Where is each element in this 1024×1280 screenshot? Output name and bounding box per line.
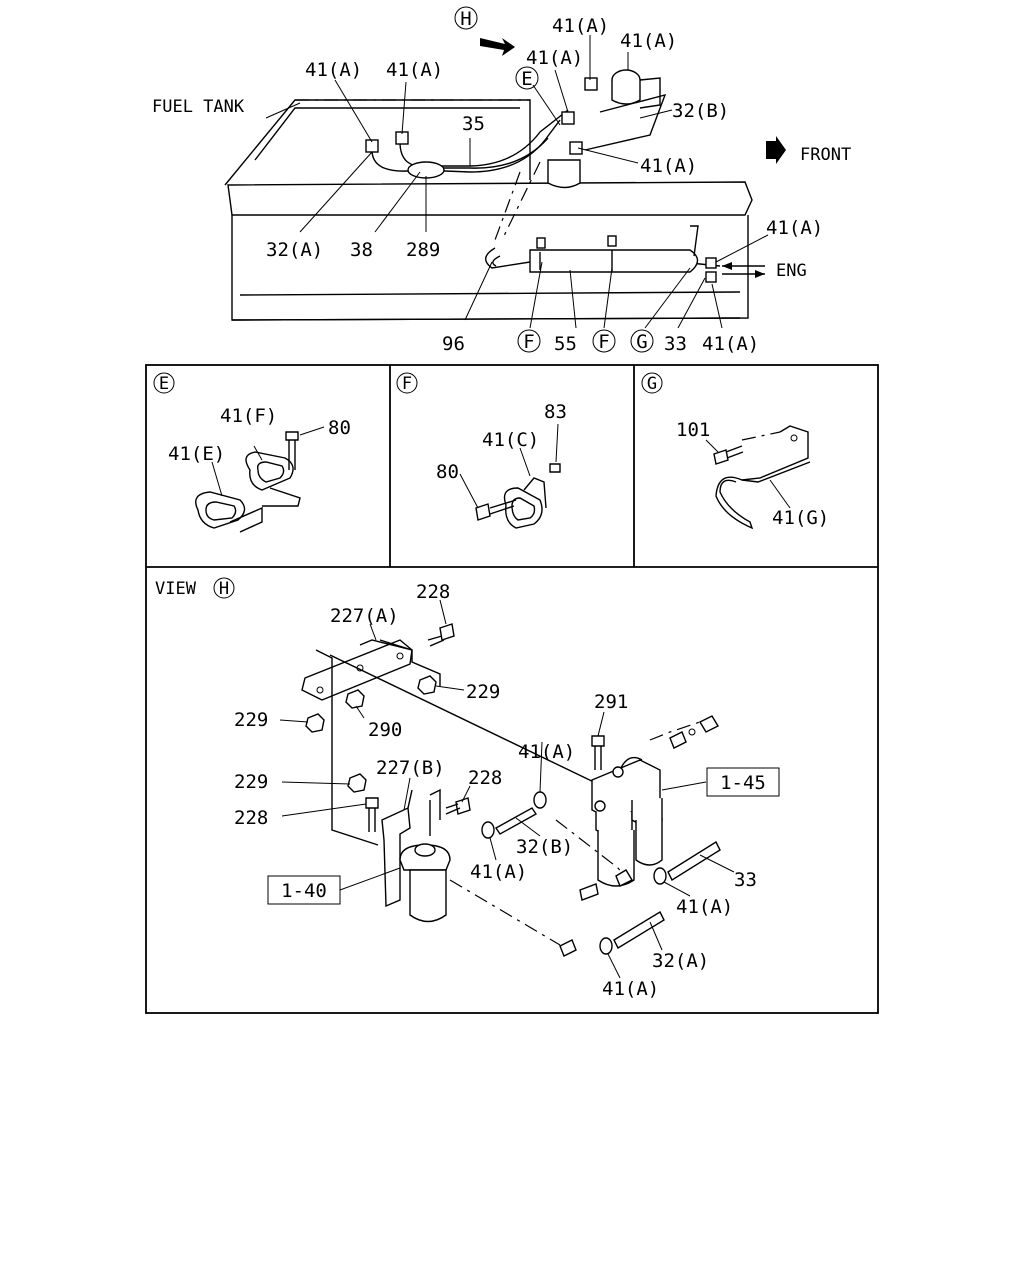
front-label: FRONT <box>800 145 851 165</box>
part-label: 101 <box>676 419 710 441</box>
detail-f-marker: F <box>402 374 412 394</box>
part-label: 41(C) <box>482 429 539 451</box>
part-label: 227(A) <box>330 605 399 627</box>
part-label: 41(A) <box>386 59 443 81</box>
view-h-drawing <box>279 599 735 979</box>
part-label: 33 <box>734 869 757 891</box>
part-label: 41(A) <box>526 47 583 69</box>
ref-box-1-45 <box>706 767 780 797</box>
part-label: 228 <box>416 581 450 603</box>
detail-g-marker: G <box>647 374 657 394</box>
part-label: 32(B) <box>516 836 573 858</box>
part-label: 35 <box>462 113 485 135</box>
ref-1-45: 1-45 <box>720 772 766 794</box>
part-label: 41(A) <box>470 861 527 883</box>
part-label: 41(A) <box>552 15 609 37</box>
ref-box-1-40 <box>267 875 341 905</box>
detail-f-drawing <box>396 372 561 529</box>
view-h-marker: H <box>219 579 229 599</box>
callout-f-left: F <box>523 331 534 353</box>
part-label: 290 <box>368 719 402 741</box>
part-label: 41(A) <box>766 217 823 239</box>
detail-e-drawing <box>153 372 325 533</box>
callout-e: E <box>521 68 532 90</box>
part-label: 41(A) <box>676 896 733 918</box>
part-label: 41(A) <box>602 978 659 1000</box>
view-h-title: VIEW <box>155 579 197 599</box>
view-h-callout: H <box>460 8 471 30</box>
part-label: 41(A) <box>305 59 362 81</box>
part-label: 289 <box>406 239 440 261</box>
overview-drawing <box>224 6 786 353</box>
part-label: 41(F) <box>220 405 277 427</box>
part-label: 41(A) <box>620 30 677 52</box>
part-label: 291 <box>594 691 628 713</box>
details-frame <box>145 364 879 1014</box>
part-label: 32(A) <box>652 950 709 972</box>
fuel-tank-label: FUEL TANK <box>152 97 245 117</box>
part-label: 41(G) <box>772 507 829 529</box>
part-label: 229 <box>234 771 268 793</box>
part-label: 41(A) <box>640 155 697 177</box>
part-label: 80 <box>436 461 459 483</box>
callout-g: G <box>636 331 647 353</box>
part-label: 32(A) <box>266 239 323 261</box>
part-label: 80 <box>328 417 351 439</box>
part-label: 32(B) <box>672 100 729 122</box>
part-label: 229 <box>466 681 500 703</box>
part-label: 38 <box>350 239 373 261</box>
part-label: 229 <box>234 709 268 731</box>
part-label: 41(A) <box>518 741 575 763</box>
detail-g-drawing <box>641 372 811 530</box>
part-label: 227(B) <box>376 757 445 779</box>
ref-1-40: 1-40 <box>281 880 327 902</box>
callout-f-right: F <box>598 331 609 353</box>
part-label: 96 <box>442 333 465 355</box>
part-label: 228 <box>468 767 502 789</box>
part-label: 83 <box>544 401 567 423</box>
part-label: 33 <box>664 333 687 355</box>
part-label: 41(E) <box>168 443 225 465</box>
part-label: 41(A) <box>702 333 759 355</box>
eng-label: ENG <box>776 261 807 281</box>
part-label: 55 <box>554 333 577 355</box>
part-label: 228 <box>234 807 268 829</box>
detail-e-marker: E <box>159 374 169 394</box>
